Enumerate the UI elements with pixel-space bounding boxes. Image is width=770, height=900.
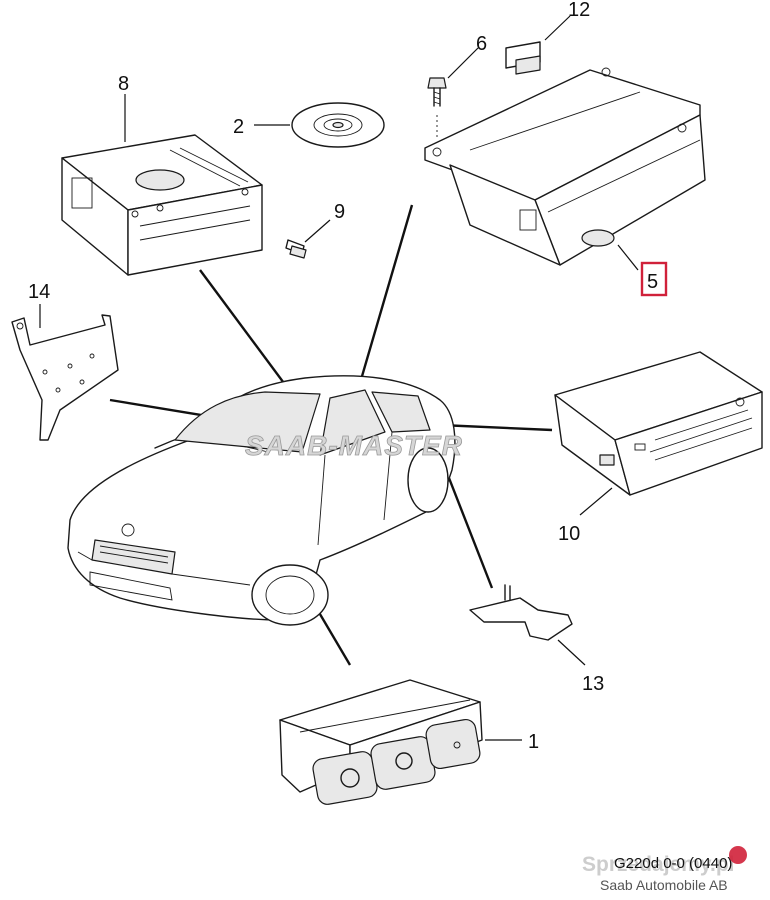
part-2-cd-disc — [291, 102, 385, 148]
part-6-bolt — [427, 77, 447, 140]
callout-2: 2 — [233, 116, 244, 138]
callout-6: 6 — [476, 33, 487, 55]
part-5-navigation-unit — [424, 67, 706, 266]
callout-14: 14 — [28, 281, 50, 303]
copyright-label: Saab Automobile AB — [600, 877, 728, 893]
callout-12: 12 — [568, 0, 590, 21]
part-14-bracket — [11, 314, 119, 441]
part-10-cd-changer — [554, 351, 763, 496]
marketplace-logo-icon — [729, 846, 747, 864]
part-12-connector — [505, 41, 541, 75]
callout-5-highlight-box — [640, 261, 668, 297]
part-1-switch-panel — [279, 679, 483, 805]
callout-8: 8 — [118, 73, 129, 95]
callout-5: 5 — [647, 271, 658, 293]
part-13-clip — [469, 584, 573, 641]
callout-13: 13 — [582, 673, 604, 695]
callout-1: 1 — [528, 731, 539, 753]
callout-labels: 8 2 9 6 12 5 14 10 13 1 — [28, 0, 668, 753]
car-saab-sedan — [67, 375, 456, 626]
callout-9: 9 — [334, 201, 345, 223]
part-9-screw — [285, 239, 307, 259]
part-8-radio-unit — [61, 134, 263, 276]
callout-10: 10 — [558, 523, 580, 545]
reference-code: G220d 0-0 (0440) — [614, 855, 732, 872]
leader-lines — [39, 15, 639, 741]
marketplace-logo: Sprzedajemy.pl — [582, 853, 735, 876]
saab-master-watermark: SAAB-MASTER — [245, 430, 463, 461]
